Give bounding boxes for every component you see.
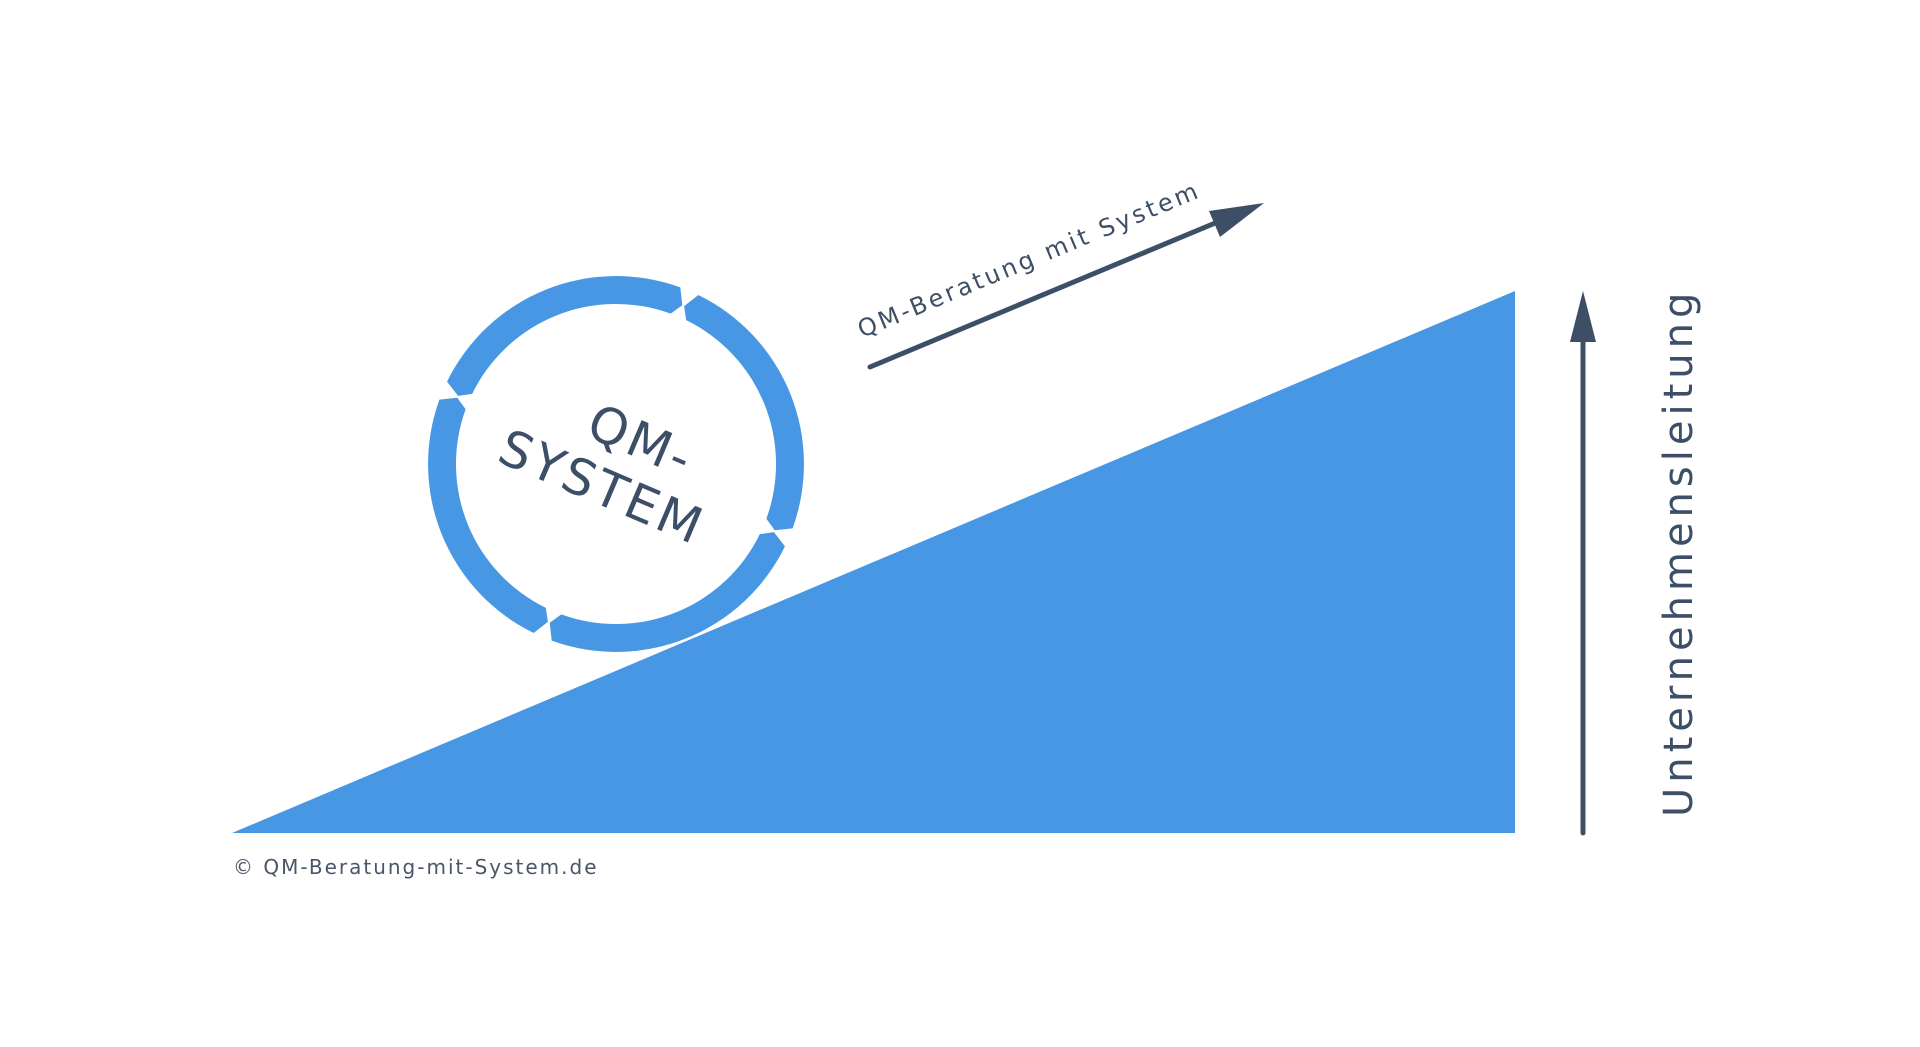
cycle-segment xyxy=(447,276,683,396)
cycle-ring-icon-rotations xyxy=(428,276,804,652)
circle-label: QM- SYSTEM xyxy=(490,393,713,557)
copyright-text: © QM-Beratung-mit-System.de xyxy=(233,855,599,879)
cycle-segment xyxy=(428,397,548,633)
ramp-triangle xyxy=(232,291,1515,833)
arrow-up-icon xyxy=(1570,291,1596,836)
cycle-segment xyxy=(684,295,804,531)
vertical-arrow-label: Unternehmensleitung xyxy=(1656,288,1702,817)
cycle-segment xyxy=(549,532,785,652)
arrow-up-right-icon xyxy=(867,203,1264,370)
diagonal-arrow-label: QM-Beratung mit System xyxy=(854,176,1205,343)
